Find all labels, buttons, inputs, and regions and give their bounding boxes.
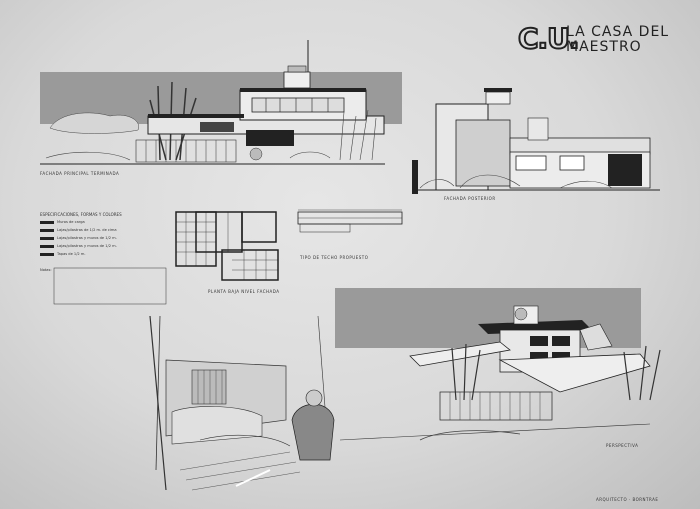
rear-elevation-caption: FACHADA POSTERIOR <box>444 196 496 201</box>
legend-swatch <box>40 220 54 224</box>
floor-plan-caption: PLANTA BAJA NIVEL FACHADA <box>208 289 280 294</box>
roof-detail-caption: TIPO DE TECHO PROPUESTO <box>300 255 369 260</box>
legend-row-label: Tapas de 1/2 m. <box>57 252 86 256</box>
legend-row: Lajas/pilastras de 1/2 m. de cima <box>40 228 117 232</box>
legend-swatch <box>40 236 54 240</box>
legend-row-label: Muros de carga <box>57 220 85 224</box>
title-line-2: MAESTRO <box>566 39 642 55</box>
legend-swatch <box>40 244 54 248</box>
roof-detail-drawing <box>297 209 403 233</box>
legend-row: Lajas/pilastras y muros de 1/2 m. <box>40 244 117 248</box>
perspective-caption: PERSPECTIVA <box>606 443 639 448</box>
spec-boxes <box>53 267 167 305</box>
floor-plan-drawing <box>175 211 279 281</box>
title-initials: C.U. <box>517 21 581 56</box>
signature-caption: ARQUITECTO · BORNTRAE <box>596 497 659 502</box>
legend-swatch <box>40 252 54 256</box>
legend-swatch <box>40 228 54 232</box>
legend-row-label: Lajas/pilastras y muros de 1/2 m. <box>57 244 117 248</box>
legend-row: Tapas de 1/2 m. <box>40 252 86 256</box>
front-elevation-drawing <box>40 40 402 165</box>
front-elevation-caption: FACHADA PRINCIPAL TERMINADA <box>40 171 120 176</box>
interior-drawing <box>149 315 335 491</box>
legend-row: Muros de carga <box>40 220 85 224</box>
title-line-1: LA CASA DEL <box>566 24 670 40</box>
legend-row: Lajas/pilastras y muros de 1/2 m. <box>40 236 117 240</box>
legend-row-label: Lajas/pilastras de 1/2 m. de cima <box>57 228 117 232</box>
legend-row-label: Lajas/pilastras y muros de 1/2 m. <box>57 236 117 240</box>
legend-title: ESPECIFICACIONES, FORMAS Y COLORES <box>40 212 122 217</box>
rear-elevation-drawing <box>412 88 660 194</box>
legend-notes-label: Notas: <box>40 268 52 272</box>
perspective-drawing <box>335 288 661 441</box>
